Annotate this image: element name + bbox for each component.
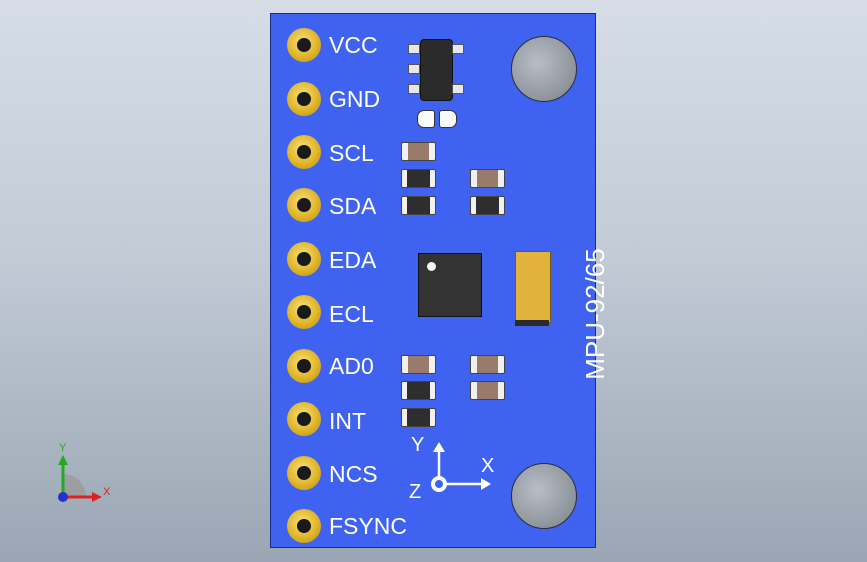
board-model-label: MPU-92/65	[580, 248, 610, 380]
resistor-r2[interactable]	[401, 196, 436, 215]
regulator-lead	[408, 44, 420, 54]
regulator-lead	[452, 44, 464, 54]
capacitor-c4[interactable]	[470, 355, 505, 374]
pin-ad0-pad[interactable]	[287, 349, 321, 383]
mounting-hole-top[interactable]	[511, 36, 577, 102]
resistor-r5[interactable]	[401, 408, 436, 427]
pin-sda-pad[interactable]	[287, 188, 321, 222]
solder-pad-pair[interactable]	[417, 110, 457, 128]
pin-ncs-pad[interactable]	[287, 456, 321, 490]
regulator-lead	[408, 84, 420, 94]
pin-eda-label: EDA	[329, 247, 377, 273]
pin-ecl-label: ECL	[329, 301, 374, 327]
tantalum-capacitor[interactable]	[515, 251, 551, 326]
axis-x-label: X	[481, 455, 495, 477]
pin1-marker	[427, 262, 436, 271]
view-orientation-triad[interactable]: Y X	[48, 440, 118, 510]
pin-int-pad[interactable]	[287, 402, 321, 436]
capacitor-c2[interactable]	[470, 169, 505, 188]
axis-z-label: Z	[409, 481, 422, 503]
pin-sda-label: SDA	[329, 193, 377, 219]
axis-y-label: Y	[411, 434, 425, 456]
silkscreen-axes-icon	[431, 442, 491, 492]
solder-pad	[439, 110, 457, 128]
pin-ncs-label: NCS	[329, 461, 378, 487]
pin-gnd-pad[interactable]	[287, 82, 321, 116]
resistor-r4[interactable]	[401, 381, 436, 400]
resistor-r1[interactable]	[401, 169, 436, 188]
mounting-hole-bottom[interactable]	[511, 463, 577, 529]
pin-ecl-pad[interactable]	[287, 295, 321, 329]
mpu-sensor-chip[interactable]	[418, 253, 482, 317]
triad-x-label: X	[103, 486, 111, 498]
pin-fsync-pad[interactable]	[287, 509, 321, 543]
solder-pad	[417, 110, 435, 128]
pin-gnd-label: GND	[329, 86, 381, 112]
regulator-lead	[452, 84, 464, 94]
capacitor-c5[interactable]	[470, 381, 505, 400]
pcb-board[interactable]: VCC GND SCL SDA EDA ECL AD0 INT NCS FSYN…	[270, 13, 610, 548]
regulator-ic[interactable]	[420, 39, 453, 101]
pin-ad0-label: AD0	[329, 353, 374, 379]
pin-scl-label: SCL	[329, 140, 374, 166]
regulator-lead	[408, 64, 420, 74]
resistor-r3[interactable]	[470, 196, 505, 215]
pin-scl-pad[interactable]	[287, 135, 321, 169]
pin-eda-pad[interactable]	[287, 242, 321, 276]
pin-fsync-label: FSYNC	[329, 513, 407, 539]
pin-int-label: INT	[329, 408, 367, 434]
capacitor-c3[interactable]	[401, 355, 436, 374]
pin-vcc-label: VCC	[329, 32, 378, 58]
triad-axes-icon	[58, 455, 102, 502]
triad-y-label: Y	[59, 442, 67, 454]
pin-vcc-pad[interactable]	[287, 28, 321, 62]
capacitor-c1[interactable]	[401, 142, 436, 161]
